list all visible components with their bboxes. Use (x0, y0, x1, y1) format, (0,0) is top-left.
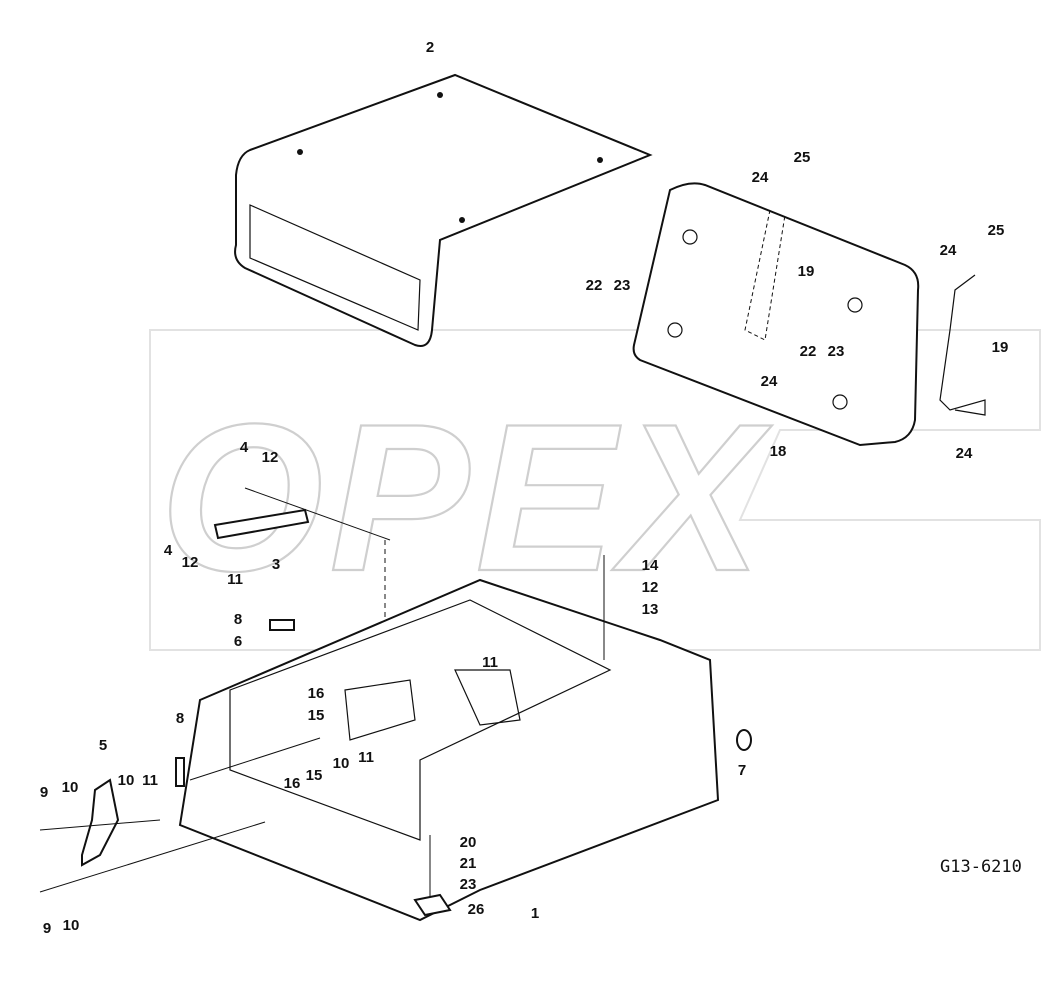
callout-label-8: 8 (234, 611, 242, 628)
drawing-code: G13-6210 (940, 857, 1022, 877)
watermark: OPEX (149, 329, 1041, 651)
callout-label-24: 24 (752, 169, 769, 186)
callout-label-2: 2 (426, 39, 434, 56)
callout-label-22: 22 (800, 343, 817, 360)
callout-label-23: 23 (614, 277, 631, 294)
callout-label-16: 16 (284, 775, 301, 792)
callout-label-12: 12 (642, 579, 659, 596)
callout-label-19: 19 (992, 339, 1009, 356)
callout-label-3: 3 (272, 556, 280, 573)
callout-label-20: 20 (460, 834, 477, 851)
callout-label-8: 8 (176, 710, 184, 727)
callout-label-21: 21 (460, 855, 477, 872)
callout-label-6: 6 (234, 633, 242, 650)
callout-label-13: 13 (642, 601, 659, 618)
callout-label-24: 24 (761, 373, 778, 390)
callout-label-15: 15 (308, 707, 325, 724)
callout-label-19: 19 (798, 263, 815, 280)
callout-label-14: 14 (642, 557, 659, 574)
callout-label-11: 11 (358, 749, 374, 766)
callout-label-18: 18 (770, 443, 787, 460)
callout-label-10: 10 (63, 917, 80, 934)
callout-label-1: 1 (531, 905, 539, 922)
seat-box-base-part (178, 578, 720, 922)
callout-label-25: 25 (988, 222, 1005, 239)
callout-label-23: 23 (828, 343, 845, 360)
rear-panel-part (632, 182, 920, 447)
callout-label-9: 9 (43, 920, 51, 937)
callout-label-26: 26 (468, 901, 485, 918)
callout-label-11: 11 (142, 772, 158, 789)
callout-label-25: 25 (794, 149, 811, 166)
callout-label-24: 24 (956, 445, 973, 462)
callout-label-4: 4 (240, 439, 249, 456)
callout-label-24: 24 (940, 242, 957, 259)
callout-label-9: 9 (40, 784, 48, 801)
watermark-text: OPEX (160, 380, 772, 615)
callout-label-11: 11 (482, 654, 498, 671)
callout-label-5: 5 (99, 737, 107, 754)
callout-label-4: 4 (164, 542, 173, 559)
callout-label-7: 7 (738, 762, 746, 779)
callout-label-10: 10 (118, 772, 135, 789)
callout-label-10: 10 (333, 755, 350, 772)
gas-spring-part (213, 487, 391, 630)
callout-label-15: 15 (306, 767, 323, 784)
callout-label-16: 16 (308, 685, 325, 702)
callout-label-22: 22 (586, 277, 603, 294)
hardware-parts (39, 555, 752, 917)
callout-label-11: 11 (227, 571, 243, 588)
callout-label-12: 12 (182, 554, 199, 571)
top-cover-part (234, 73, 653, 347)
support-rod-part (744, 209, 986, 416)
callout-label-12: 12 (262, 449, 279, 466)
callout-label-10: 10 (62, 779, 79, 796)
callout-label-23: 23 (460, 876, 477, 893)
